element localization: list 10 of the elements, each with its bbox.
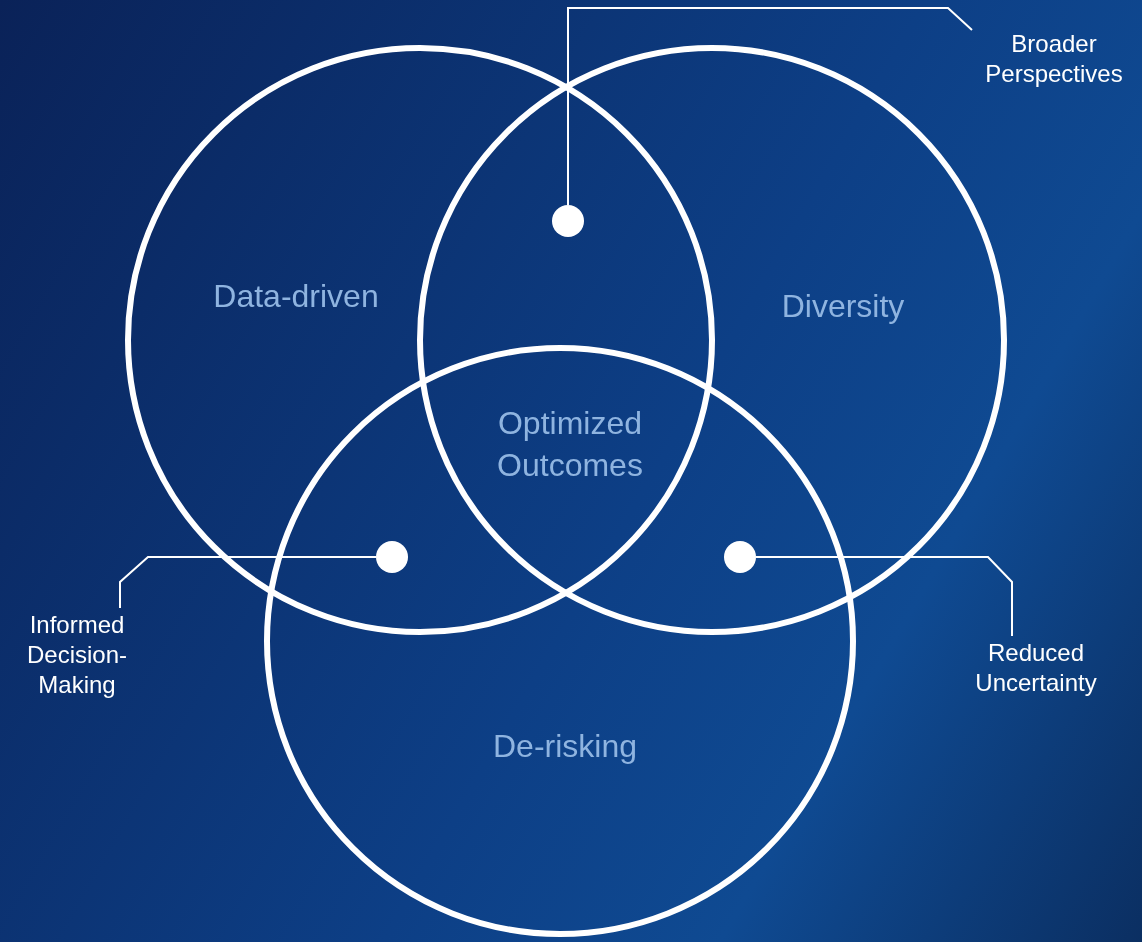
callout-label: Reduced Uncertainty xyxy=(950,636,1122,700)
leader-line xyxy=(567,7,973,206)
leader-line xyxy=(755,556,1013,637)
callout-label: Broader Perspectives xyxy=(968,28,1140,90)
center-label: Optimized Outcomes xyxy=(440,402,700,486)
circle-label: Diversity xyxy=(780,287,906,326)
callout-label: Informed Decision-Making xyxy=(10,608,144,702)
circle-label: Data-driven xyxy=(212,277,380,316)
circle-label: De-risking xyxy=(492,727,638,766)
leader-line xyxy=(119,556,377,609)
